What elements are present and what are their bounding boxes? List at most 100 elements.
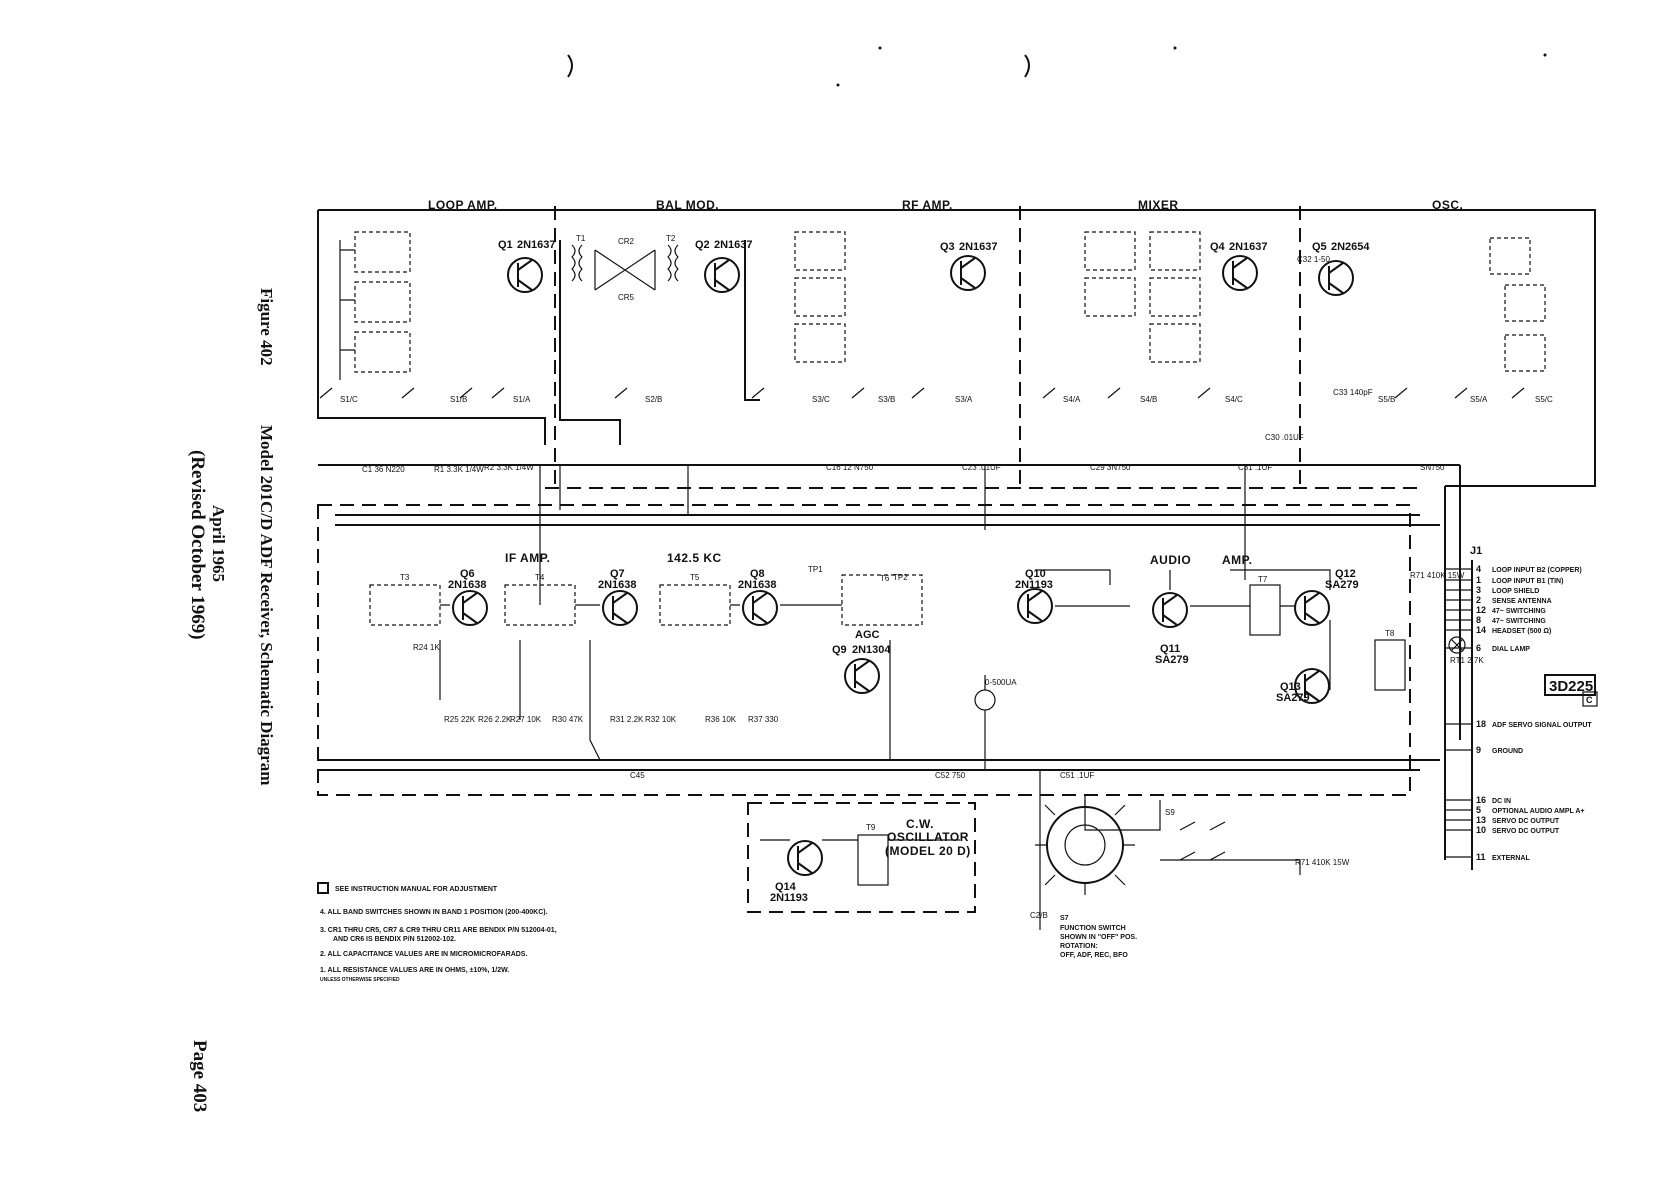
svg-text:T7: T7 xyxy=(1258,575,1268,584)
j1-pin-number: 3 xyxy=(1476,585,1481,595)
svg-text:C51 .1UF: C51 .1UF xyxy=(1060,771,1094,780)
label-mixer: MIXER xyxy=(1138,198,1179,212)
svg-text:S1/A: S1/A xyxy=(513,395,531,404)
svg-text:S5/A: S5/A xyxy=(1470,395,1488,404)
label-if-amp: IF AMP. xyxy=(505,551,551,565)
top-section-frame xyxy=(317,206,1596,489)
svg-text:R27 10K: R27 10K xyxy=(510,715,542,724)
svg-text:R25 22K: R25 22K xyxy=(444,715,476,724)
svg-text:S4/B: S4/B xyxy=(1140,395,1157,404)
svg-text:S1/B: S1/B xyxy=(450,395,467,404)
svg-text:R32 10K: R32 10K xyxy=(645,715,677,724)
j1-pin-number: 4 xyxy=(1476,564,1481,574)
agc-label: AGC xyxy=(855,629,880,641)
j1-pin-number: 8 xyxy=(1476,615,1481,625)
top-transistor-labels: Q1 2N1637 Q2 2N1637 Q3 2N1637 Q4 2N1637 … xyxy=(498,239,1370,253)
label-cw: C.W. xyxy=(906,817,934,831)
svg-text:S3/B: S3/B xyxy=(878,395,895,404)
j1-pin-label: DIAL LAMP xyxy=(1492,646,1530,653)
function-switch: S7 FUNCTION SWITCH SHOWN IN "OFF" POS. R… xyxy=(1030,795,1137,959)
j1-pin-label: OPTIONAL AUDIO AMPL A+ xyxy=(1492,808,1585,815)
svg-text:Q8: Q8 xyxy=(750,568,765,580)
svg-text:TP2: TP2 xyxy=(893,573,908,582)
svg-text:UNLESS OTHERWISE SPECIFIED: UNLESS OTHERWISE SPECIFIED xyxy=(320,977,400,983)
j1-pin-number: 10 xyxy=(1476,825,1486,835)
svg-text:SHOWN IN "OFF" POS.: SHOWN IN "OFF" POS. xyxy=(1060,934,1137,941)
svg-text:2N1638: 2N1638 xyxy=(448,579,487,591)
svg-text:TP1: TP1 xyxy=(808,565,823,574)
lower-component-labels: R24 1K R25 22K R26 2.2K R27 10K R30 47K … xyxy=(413,565,1465,780)
label-oscillator: OSCILLATOR xyxy=(887,830,969,844)
if-transformers: T3 T4 T5 T6 T7 T8 T9 xyxy=(369,573,1406,886)
j1-pin-label: SENSE ANTENNA xyxy=(1492,598,1552,605)
svg-text:S7: S7 xyxy=(1060,915,1069,922)
svg-text:RT1 2.7K: RT1 2.7K xyxy=(1450,656,1484,665)
svg-text:S5/C: S5/C xyxy=(1535,395,1553,404)
svg-text:Q13: Q13 xyxy=(1280,681,1301,693)
coil-groups xyxy=(339,231,1546,380)
j1-pin-label: SERVO DC OUTPUT xyxy=(1492,818,1560,825)
svg-text:R26 2.2K: R26 2.2K xyxy=(478,715,512,724)
j1-pin-number: 13 xyxy=(1476,815,1486,825)
j1-pin-label: LOOP INPUT B1 (TIN) xyxy=(1492,578,1563,585)
j1-pin-label: DC IN xyxy=(1492,798,1511,805)
svg-text:R1 3.3K 1/4W: R1 3.3K 1/4W xyxy=(434,465,484,474)
svg-text:SA279: SA279 xyxy=(1276,692,1310,704)
svg-text:OFF, ADF, REC, BFO: OFF, ADF, REC, BFO xyxy=(1060,952,1128,959)
q5-label: Q5 xyxy=(1312,241,1327,253)
svg-text:C33 140pF: C33 140pF xyxy=(1333,388,1373,397)
q3-label: Q3 xyxy=(940,241,955,253)
j1-pin-label: GROUND xyxy=(1492,748,1523,755)
svg-text:C16 12 N750: C16 12 N750 xyxy=(826,463,874,472)
svg-text:R31 2.2K: R31 2.2K xyxy=(610,715,644,724)
svg-text:2. ALL CAPACITANCE VALUES ARE: 2. ALL CAPACITANCE VALUES ARE IN MICROMI… xyxy=(320,951,527,958)
svg-text:Q7: Q7 xyxy=(610,568,625,580)
bal-mod-circuit: T1 T2 CR2 CR5 xyxy=(559,234,760,445)
q4-type: 2N1637 xyxy=(1229,241,1268,253)
svg-text:2N1193: 2N1193 xyxy=(770,892,808,904)
j1-pin-label: LOOP SHIELD xyxy=(1492,588,1539,595)
label-osc: OSC. xyxy=(1432,198,1463,212)
t2-label: T2 xyxy=(666,234,676,243)
svg-text:S9: S9 xyxy=(1165,808,1175,817)
svg-text:S3/A: S3/A xyxy=(955,395,973,404)
cr4-label: CR5 xyxy=(618,293,635,302)
svg-text:R2 3.3K 1/4W: R2 3.3K 1/4W xyxy=(484,463,534,472)
cw-oscillator-box xyxy=(747,802,976,913)
svg-text:C2/B: C2/B xyxy=(1030,911,1048,920)
cr1-label: CR2 xyxy=(618,237,635,246)
j1-pin-number: 11 xyxy=(1476,852,1486,862)
q2-type: 2N1637 xyxy=(714,239,753,251)
label-rf-amp: RF AMP. xyxy=(902,198,953,212)
j1-pin-number: 14 xyxy=(1476,625,1486,635)
svg-text:S5/B: S5/B xyxy=(1378,395,1395,404)
svg-text:Q6: Q6 xyxy=(460,568,475,580)
j1-pin-number: 6 xyxy=(1476,643,1481,653)
svg-text:4. ALL BAND SWITCHES SHOWN IN: 4. ALL BAND SWITCHES SHOWN IN BAND 1 POS… xyxy=(320,909,548,916)
svg-text:SA279: SA279 xyxy=(1325,579,1359,591)
j1-pin-label: HEADSET (500 Ω) xyxy=(1492,628,1551,635)
svg-text:SA279: SA279 xyxy=(1155,654,1189,666)
svg-text:SEE INSTRUCTION MANUAL FOR ADJ: SEE INSTRUCTION MANUAL FOR ADJUSTMENT xyxy=(335,886,498,893)
q4-label: Q4 xyxy=(1210,241,1226,253)
svg-text:Q12: Q12 xyxy=(1335,568,1356,580)
j1-pin-number: 18 xyxy=(1476,719,1486,729)
svg-text:R24 1K: R24 1K xyxy=(413,643,440,652)
voltage-switch: S9 R71 410K 15W xyxy=(1160,808,1350,875)
q3-type: 2N1637 xyxy=(959,241,998,253)
j1-pin-label: 47~ SWITCHING xyxy=(1492,608,1546,615)
svg-text:C32 1-50: C32 1-50 xyxy=(1297,255,1330,264)
j1-pin-label: LOOP INPUT B2 (COPPER) xyxy=(1492,567,1582,574)
svg-text:S2/B: S2/B xyxy=(645,395,662,404)
label-model-20d: (MODEL 20 D) xyxy=(885,844,971,858)
j1-label: J1 xyxy=(1470,545,1482,557)
t1-label: T1 xyxy=(576,234,586,243)
part-number: 3D225 xyxy=(1549,678,1593,695)
svg-text:0-500UA: 0-500UA xyxy=(985,678,1017,687)
part-number-box: 3D225 C xyxy=(1544,674,1598,707)
svg-text:C31 .1UF: C31 .1UF xyxy=(1238,463,1272,472)
j1-pin-label: SERVO DC OUTPUT xyxy=(1492,828,1560,835)
